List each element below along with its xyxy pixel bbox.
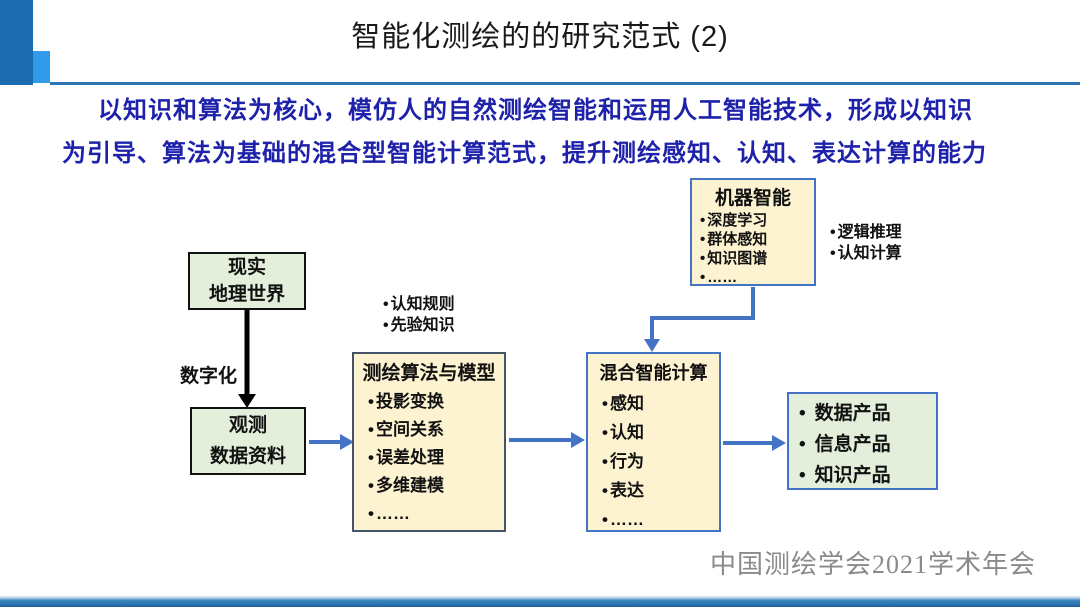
footer-watermark: 中国测绘学会2021学术年会 (710, 550, 1037, 579)
product-item: 数据产品 (799, 398, 936, 429)
digitize-label: 数字化 (180, 366, 238, 387)
products-box: 数据产品 信息产品 知识产品 (787, 392, 938, 490)
note-item: 逻辑推理 (830, 222, 902, 243)
intro-line-1: 以知识和算法为核心，模仿人的自然测绘智能和运用人工智能技术，形成以知识 (98, 97, 973, 124)
obs-to-algo-arrow (309, 434, 354, 450)
intro-line-2: 为引导、算法为基础的混合型智能计算范式，提升测绘感知、认知、表达计算的能力 (62, 140, 987, 167)
algorithm-item: 误差处理 (368, 444, 504, 472)
machine-item: 深度学习 (700, 211, 814, 230)
slide-title: 智能化测绘的的研究范式 (2) (351, 21, 729, 53)
reasoning-notes: 逻辑推理 认知计算 (830, 222, 902, 264)
machine-to-hybrid-connector (644, 287, 755, 352)
machine-intelligence-title: 机器智能 (714, 188, 791, 209)
observation-data-line1: 观测 (228, 415, 267, 436)
observation-data-line2: 数据资料 (209, 446, 286, 467)
reality-world-line1: 现实 (227, 257, 266, 278)
title-underline (50, 82, 1080, 85)
hybrid-item: …… (602, 505, 719, 534)
note-item: 认知规则 (383, 294, 455, 315)
hybrid-item: 行为 (602, 447, 719, 476)
cognition-rules-notes: 认知规则 先验知识 (383, 294, 455, 336)
algorithm-model-box: 测绘算法与模型 投影变换 空间关系 误差处理 多维建模 …… (352, 352, 506, 532)
algorithm-item: 空间关系 (368, 416, 504, 444)
algorithm-model-title: 测绘算法与模型 (362, 363, 496, 384)
digitize-arrow (238, 310, 256, 408)
machine-item: 群体感知 (700, 230, 814, 249)
product-item: 知识产品 (799, 460, 936, 491)
hybrid-computing-title: 混合智能计算 (599, 363, 708, 383)
reality-world-box: 现实 地理世界 (188, 252, 306, 310)
reality-world-line2: 地理世界 (208, 284, 285, 305)
note-item: 先验知识 (383, 315, 455, 336)
machine-intelligence-box: 机器智能 深度学习 群体感知 知识图谱 …… (690, 178, 816, 286)
algo-to-hybrid-arrow (509, 432, 585, 448)
corner-accent-dark-rect (0, 0, 33, 85)
observation-data-box: 观测 数据资料 (190, 407, 306, 475)
algorithm-item: 投影变换 (368, 388, 504, 416)
algorithm-item: …… (368, 500, 504, 528)
hybrid-computing-box: 混合智能计算 感知 认知 行为 表达 …… (586, 352, 721, 532)
machine-item: 知识图谱 (700, 249, 814, 268)
intro-paragraph: 以知识和算法为核心，模仿人的自然测绘智能和运用人工智能技术，形成以知识 为引导、… (62, 89, 1018, 175)
bottom-bar (0, 595, 1080, 607)
hybrid-item: 表达 (602, 476, 719, 505)
hybrid-item: 认知 (602, 418, 719, 447)
hybrid-to-product-arrow (723, 435, 786, 451)
hybrid-item: 感知 (602, 389, 719, 418)
corner-accent-light-rect (33, 51, 50, 83)
machine-item: …… (700, 268, 814, 287)
product-item: 信息产品 (799, 429, 936, 460)
note-item: 认知计算 (830, 243, 902, 264)
algorithm-item: 多维建模 (368, 472, 504, 500)
